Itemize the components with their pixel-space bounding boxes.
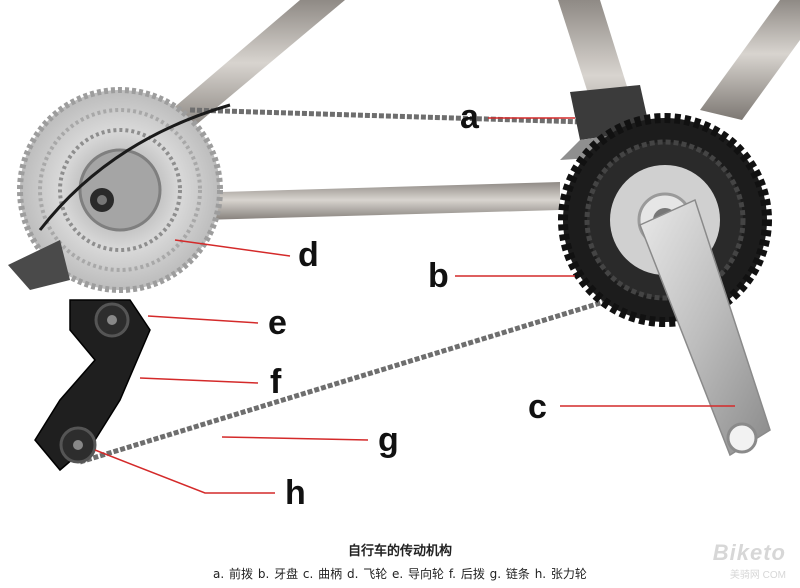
caption-title: 自行车的传动机构 [347, 544, 452, 559]
chain-stay [120, 182, 560, 222]
leader-f [139, 377, 259, 384]
label-d: d [298, 236, 319, 274]
cassette [17, 87, 223, 293]
leader-lines [94, 117, 735, 494]
label-b: b [428, 257, 449, 295]
leader-e [147, 315, 259, 324]
shift-cable [38, 103, 231, 231]
label-g: g [378, 421, 399, 459]
label-h: h [285, 474, 306, 512]
rear-derailleur [8, 240, 151, 472]
pedal-hole [726, 422, 758, 454]
leader-h [94, 449, 275, 494]
drivetrain-illustration [8, 0, 800, 494]
caption-legend: a. 前拨 b. 牙盘 c. 曲柄 d. 飞轮 e. 导向轮 f. 后拨 g. … [213, 567, 587, 581]
label-e: e [268, 304, 287, 342]
seat-stay [150, 0, 345, 140]
watermark-sub: 美骑网 COM [729, 570, 786, 581]
label-c: c [528, 388, 547, 426]
label-f: f [270, 363, 282, 401]
chain [79, 107, 611, 465]
leader-g [221, 436, 369, 441]
leader-d [174, 239, 291, 257]
down-tube [700, 0, 800, 120]
crank-arm [639, 198, 771, 457]
watermark-logo: Biketo [712, 540, 786, 565]
label-a: a [460, 98, 479, 136]
bike-frame [120, 0, 800, 222]
